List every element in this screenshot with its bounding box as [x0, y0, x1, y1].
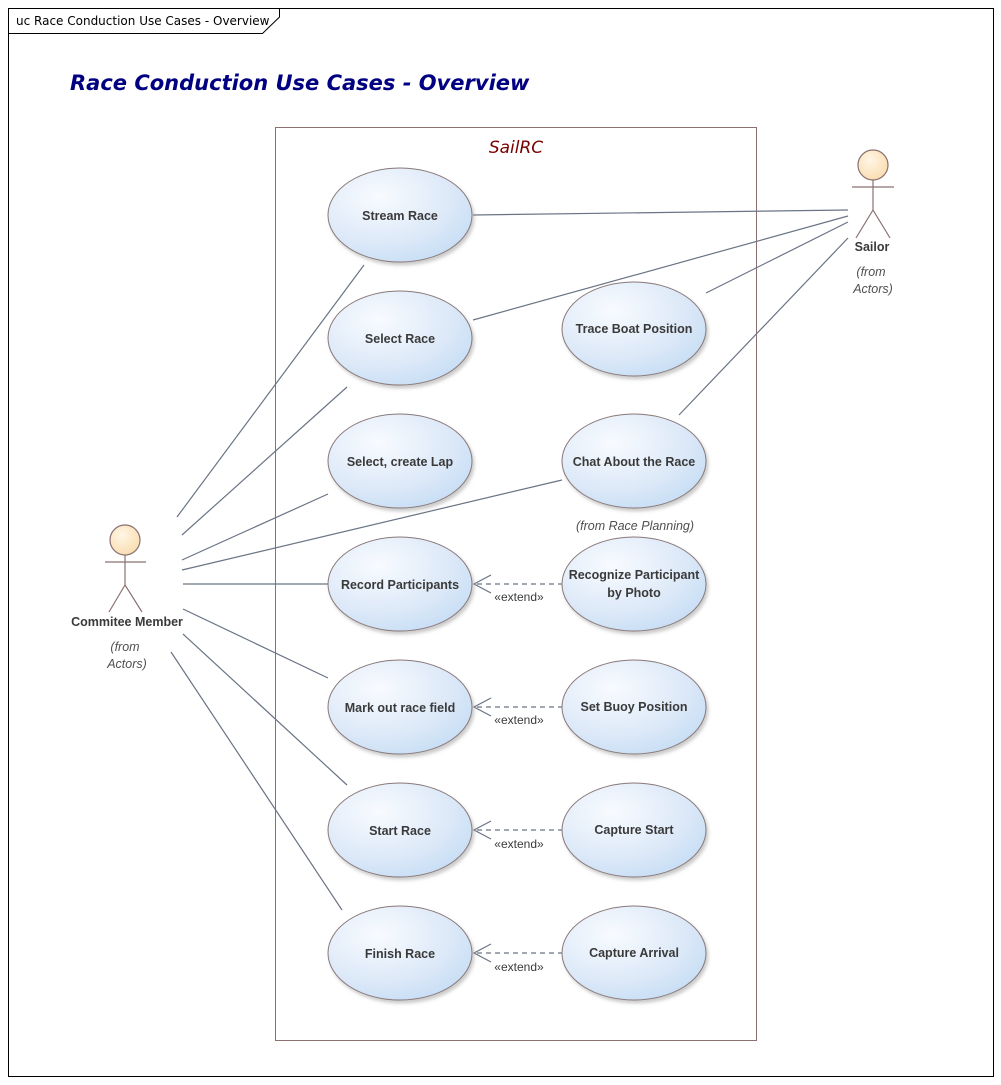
assoc-sailor-stream-race: [472, 209, 849, 216]
sailor-associations: [472, 209, 849, 416]
actor-note-line2: Actors): [106, 657, 147, 671]
actor-committee-member[interactable]: Commitee Member (from Actors): [71, 524, 183, 671]
use-case-stream-race[interactable]: Stream Race: [327, 167, 473, 263]
committee-associations: [170, 264, 563, 911]
actor-name: Commitee Member: [71, 615, 183, 629]
extend-buoy-mark: «extend»: [472, 697, 563, 727]
use-case-source-note: (from Race Planning): [576, 519, 694, 533]
diagram-title: Race Conduction Use Cases - Overview: [70, 71, 530, 95]
use-case-select-create-lap[interactable]: Select, create Lap: [327, 413, 473, 509]
extend-label: «extend»: [494, 713, 544, 727]
use-case-finish-race[interactable]: Finish Race: [327, 905, 473, 1001]
use-case-label-line2: by Photo: [607, 586, 661, 600]
use-case-label: Select, create Lap: [347, 455, 454, 469]
actor-note-line2: Actors): [852, 282, 893, 296]
use-case-trace-boat-position[interactable]: Trace Boat Position: [561, 281, 707, 377]
actor-note-line1: (from: [110, 640, 139, 654]
use-case-label: Set Buoy Position: [581, 700, 688, 714]
use-case-record-participants[interactable]: Record Participants: [327, 536, 473, 632]
actor-note-line1: (from: [856, 265, 885, 279]
use-case-label: Capture Start: [594, 823, 674, 837]
use-case-label: Start Race: [369, 824, 431, 838]
use-case-chat-about-race[interactable]: Chat About the Race (from Race Planning): [561, 413, 707, 533]
use-case-label: Chat About the Race: [573, 455, 696, 469]
extend-capture-arrival: «extend»: [472, 943, 563, 974]
actor-name: Sailor: [855, 240, 890, 254]
use-case-label: Stream Race: [362, 209, 438, 223]
extend-relations: «extend» «extend» «extend» «extend»: [472, 574, 563, 974]
assoc-committee-start-race: [182, 633, 348, 786]
actor-sailor[interactable]: Sailor (from Actors): [852, 149, 894, 296]
use-case-select-race[interactable]: Select Race: [327, 290, 473, 386]
use-case-label: Finish Race: [365, 947, 435, 961]
assoc-committee-select-race: [181, 386, 348, 536]
assoc-sailor-chat: [678, 237, 849, 416]
use-case-label: Capture Arrival: [589, 946, 679, 960]
use-case-label-line1: Recognize Participant: [569, 568, 700, 582]
assoc-committee-chat: [181, 479, 563, 571]
assoc-committee-stream-race: [176, 264, 365, 518]
use-case-recognize-participant[interactable]: Recognize Participant by Photo: [561, 536, 707, 632]
use-case-label: Trace Boat Position: [576, 322, 693, 336]
extend-capture-start: «extend»: [472, 820, 563, 851]
use-case-label: Select Race: [365, 332, 435, 346]
frame-tab: [8, 8, 280, 34]
system-name: SailRC: [489, 138, 543, 158]
stick-figure-icon: [105, 524, 146, 613]
use-case-mark-out-race-field[interactable]: Mark out race field: [327, 659, 473, 755]
assoc-sailor-trace-boat: [705, 221, 849, 294]
use-case-set-buoy-position[interactable]: Set Buoy Position: [561, 659, 707, 755]
frame-label: uc Race Conduction Use Cases - Overview: [16, 14, 270, 28]
use-case-label: Record Participants: [341, 578, 459, 592]
use-case-capture-start[interactable]: Capture Start: [561, 782, 707, 878]
extend-label: «extend»: [494, 837, 544, 851]
use-case-start-race[interactable]: Start Race: [327, 782, 473, 878]
assoc-committee-finish-race: [170, 651, 343, 911]
use-case-label: Mark out race field: [345, 701, 455, 715]
assoc-committee-select-lap: [181, 493, 329, 561]
assoc-sailor-select-race: [472, 215, 849, 321]
extend-recognize-record: «extend»: [472, 574, 563, 604]
stick-figure-icon: [852, 149, 894, 239]
extend-label: «extend»: [494, 590, 544, 604]
assoc-committee-mark-field: [182, 608, 329, 679]
extend-label: «extend»: [494, 960, 544, 974]
use-case-capture-arrival[interactable]: Capture Arrival: [561, 905, 707, 1001]
